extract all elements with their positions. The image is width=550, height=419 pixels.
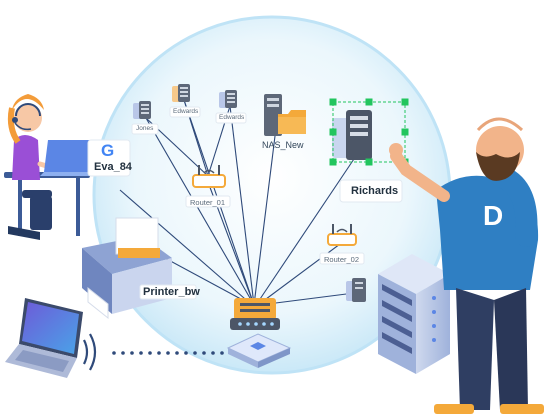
device-label-edwards-2[interactable]: Edwards — [219, 114, 245, 121]
router-icon — [230, 298, 280, 330]
selection-handle-icon — [329, 98, 409, 166]
man-figure — [389, 117, 544, 414]
laptop-icon — [5, 298, 83, 378]
server-rack-icon — [378, 254, 450, 374]
device-label-router-02[interactable]: Router_02 — [324, 255, 360, 264]
server-icon — [346, 278, 366, 302]
device-label-edwards-1[interactable]: Edwards — [173, 108, 199, 115]
server-icon — [133, 101, 151, 119]
google-logo: G — [101, 141, 115, 160]
server-icon — [332, 110, 372, 160]
switch-icon — [226, 333, 292, 368]
device-label-eva[interactable]: Eva_84 — [94, 161, 132, 173]
router-icon — [192, 165, 226, 188]
server-icon — [172, 84, 190, 102]
device-label-router-01[interactable]: Router_01 — [190, 198, 226, 207]
server-icon — [264, 94, 282, 136]
headset-icon — [12, 117, 32, 131]
server-icon — [219, 90, 237, 108]
device-label-printer[interactable]: Printer_bw — [143, 286, 200, 298]
support-agent-figure — [4, 94, 90, 240]
laptop-icon — [40, 140, 100, 176]
device-label-jones[interactable]: Jones — [136, 125, 154, 132]
dotted-connection — [112, 351, 224, 355]
shirt-logo: D — [483, 200, 504, 231]
folder-icon — [278, 110, 306, 134]
router-icon — [327, 224, 357, 246]
device-label-nas[interactable]: NAS_New — [262, 140, 304, 150]
wifi-icon — [83, 333, 97, 371]
device-label-richards[interactable]: Richards — [351, 185, 399, 197]
